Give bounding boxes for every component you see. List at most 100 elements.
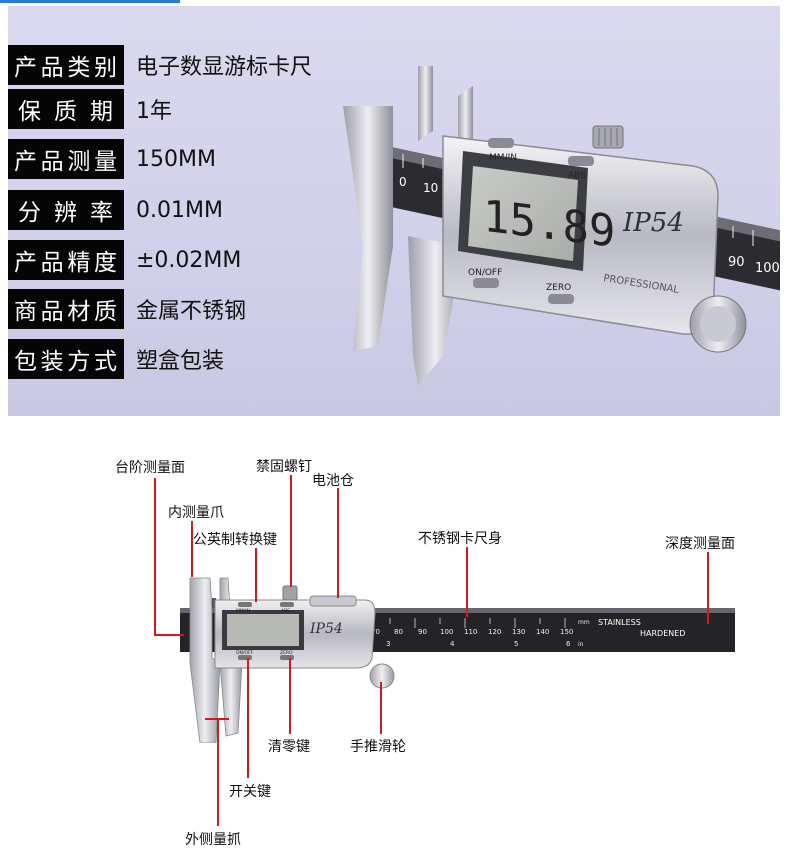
zero-button[interactable]	[548, 294, 574, 304]
tick-label-mm: 110	[464, 628, 477, 636]
scale-label: 90	[728, 255, 745, 270]
spec-row-resolution: 分辨率 0.01MM	[8, 190, 223, 230]
tick-label-mm: 120	[488, 628, 501, 636]
label-char: 质	[54, 99, 78, 125]
spec-panel: 产品类别 电子数显游标卡尺 保质期 1年 产品测量 150MM 分辨率 0.01…	[8, 6, 780, 416]
label-step-face: 台阶测量面	[115, 460, 185, 476]
label-char: 产	[14, 250, 38, 276]
mm-in-label: MM/IN	[489, 153, 517, 163]
scale-label: 100	[755, 261, 780, 276]
label-char: 精	[67, 250, 92, 276]
tick-label-mm: 70	[371, 628, 380, 636]
zero-label: ZERO	[546, 283, 571, 293]
leader-thumb-wheel	[380, 682, 382, 734]
spec-label: 商品材质	[8, 289, 124, 329]
label-char: 方	[67, 349, 92, 375]
label-char: 包	[14, 349, 38, 375]
spec-label: 包装方式	[8, 339, 124, 379]
lock-screw	[592, 125, 624, 149]
zero-label: ZERO	[280, 650, 293, 656]
spec-label: 保质期	[8, 89, 124, 129]
on-off-button[interactable]	[473, 278, 499, 288]
label-battery: 电池仓	[312, 473, 354, 489]
unit-mm: mm	[578, 619, 590, 626]
label-char: 商	[14, 299, 38, 325]
mm-in-button[interactable]	[238, 602, 252, 607]
spec-value: 塑盒包装	[136, 349, 225, 374]
tick-label-in: 6	[566, 640, 571, 648]
spec-value: 金属不锈钢	[136, 299, 247, 324]
mm-in-button[interactable]	[488, 138, 514, 148]
tick-label-mm: 130	[512, 628, 525, 636]
leader-step-h	[154, 634, 184, 636]
spec-value: 电子数显游标卡尺	[136, 55, 313, 80]
fixed-jaw	[343, 106, 393, 351]
spec-row-warranty: 保质期 1年	[8, 89, 172, 129]
label-char: 率	[90, 200, 114, 226]
on-off-label: ON/OFF	[468, 268, 502, 278]
leader-lock-screw	[290, 475, 292, 587]
spec-label: 产品精度	[8, 240, 124, 280]
ip54-badge: IP54	[309, 621, 343, 637]
spec-row-packaging: 包装方式 塑盒包装	[8, 339, 224, 379]
label-char: 品	[40, 250, 65, 276]
label-char: 别	[93, 55, 118, 81]
tick-label-in: 4	[450, 640, 455, 648]
label-char: 类	[67, 55, 92, 81]
leader-step	[154, 478, 156, 636]
tick-label-mm: 150	[560, 628, 573, 636]
unit-in: in	[578, 641, 584, 648]
thumb-wheel[interactable]	[369, 663, 395, 689]
beam-text-stainless: STAINLESS	[598, 618, 641, 627]
on-off-label: ON/OFF	[236, 650, 254, 656]
leader-depth	[707, 552, 709, 624]
mm-in-label: MM/IN	[236, 608, 250, 614]
tick-label-in: 3	[386, 640, 390, 648]
label-char: 期	[90, 99, 114, 125]
label-inner-jaw: 内测量爪	[168, 505, 224, 521]
spec-value: 0.01MM	[136, 197, 223, 223]
tick-label-mm: 140	[536, 628, 549, 636]
leader-power-key	[247, 658, 249, 778]
label-char: 分	[18, 200, 42, 226]
scale-label: 0	[399, 175, 407, 189]
ip54-badge: IP54	[622, 208, 684, 238]
thumb-wheel-center	[700, 306, 736, 342]
label-char: 品	[40, 149, 65, 175]
spec-row-material: 商品材质 金属不锈钢	[8, 289, 246, 329]
caliper-photo-full: 70 80 90 100 110 120 130 140 150 mm 3 4 …	[180, 577, 735, 743]
spec-label: 分辨率	[8, 190, 124, 230]
abs-button[interactable]	[568, 156, 594, 166]
spec-row-category: 产品类别 电子数显游标卡尺	[8, 45, 312, 85]
label-beam: 不锈钢卡尺身	[418, 531, 502, 547]
leader-unit-key	[255, 548, 257, 602]
scale-label: 10	[423, 181, 438, 195]
parts-diagram: 70 80 90 100 110 120 130 140 150 mm 3 4 …	[0, 420, 790, 851]
battery-compartment[interactable]	[309, 595, 357, 607]
label-char: 品	[40, 55, 65, 81]
label-char: 度	[93, 250, 118, 276]
label-outer-jaw: 外侧量抓	[185, 832, 241, 848]
label-char: 式	[93, 349, 118, 375]
label-char: 产	[14, 149, 38, 175]
label-char: 保	[18, 99, 42, 125]
label-char: 材	[67, 299, 92, 325]
spec-label: 产品类别	[8, 45, 124, 85]
leader-beam	[466, 547, 468, 617]
abs-label: ABS	[568, 171, 586, 181]
leader-inner-jaw	[191, 521, 193, 577]
fixed-inner-jaw	[418, 66, 433, 141]
label-thumb-wheel: 手推滑轮	[350, 739, 406, 755]
label-char: 量	[93, 149, 118, 175]
label-power-key: 开关键	[229, 784, 271, 800]
abs-button[interactable]	[280, 602, 294, 607]
top-accent-bar	[0, 0, 180, 3]
label-char: 辨	[54, 200, 78, 226]
leader-outer-jaw-h	[205, 718, 229, 720]
lock-screw[interactable]	[282, 585, 298, 601]
label-char: 产	[14, 55, 38, 81]
label-char: 测	[67, 149, 92, 175]
beam-text-hardened: HARDENED	[640, 629, 685, 638]
spec-row-accuracy: 产品精度 ±0.02MM	[8, 240, 241, 280]
leader-outer-jaw	[217, 718, 219, 826]
